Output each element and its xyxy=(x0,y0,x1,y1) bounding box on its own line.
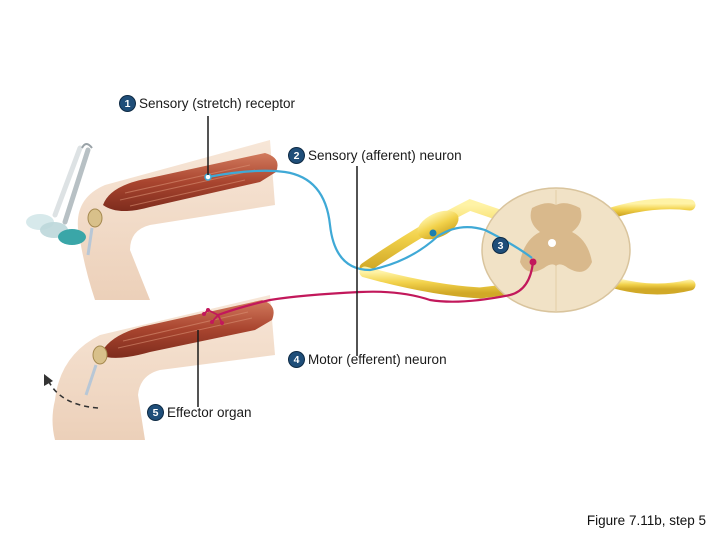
step-3-badge: 3 xyxy=(493,238,508,253)
step-1-text: Sensory (stretch) receptor xyxy=(139,96,296,111)
leader-lines xyxy=(197,116,358,407)
gray-matter xyxy=(520,203,592,272)
step-5-badge: 5 xyxy=(148,405,163,420)
upper-quadriceps-muscle xyxy=(103,153,278,212)
step-2-text: Sensory (afferent) neuron xyxy=(308,148,462,163)
step-2-label: 2 Sensory (afferent) neuron xyxy=(289,148,462,163)
lower-patella xyxy=(92,345,108,365)
lower-tendon xyxy=(84,364,98,396)
upper-tendon xyxy=(86,227,94,256)
step-4-badge: 4 xyxy=(289,352,304,367)
central-canal xyxy=(548,239,556,247)
step-4-label: 4 Motor (efferent) neuron xyxy=(289,352,447,367)
step-5-text: Effector organ xyxy=(167,405,252,420)
dorsal-root-ganglion xyxy=(417,210,459,240)
sensory-cell-body xyxy=(429,229,437,237)
step-2-badge: 2 xyxy=(289,148,304,163)
figure-caption: Figure 7.11b, step 5 xyxy=(586,513,706,528)
motor-end-plates xyxy=(202,308,224,325)
upper-patella xyxy=(87,208,103,228)
lower-quadriceps-muscle xyxy=(100,300,274,358)
reflex-hammer xyxy=(26,143,93,245)
step-4-text: Motor (efferent) neuron xyxy=(308,352,447,367)
right-dorsal-root xyxy=(599,198,696,221)
step-3-label: 3 xyxy=(493,238,512,253)
kick-motion-arrow xyxy=(44,374,99,409)
sensory-neuron xyxy=(207,169,533,272)
step-5-label: 5 Effector organ xyxy=(148,405,252,420)
spinal-cord-cross-section xyxy=(481,187,631,313)
step-1-label: 1 Sensory (stretch) receptor xyxy=(120,96,295,111)
ventral-root xyxy=(359,266,536,299)
lower-leg xyxy=(52,295,275,440)
motor-cell-body xyxy=(529,258,537,266)
upper-leg xyxy=(77,140,278,300)
motor-neuron xyxy=(217,261,535,317)
step-1-badge: 1 xyxy=(120,96,135,111)
